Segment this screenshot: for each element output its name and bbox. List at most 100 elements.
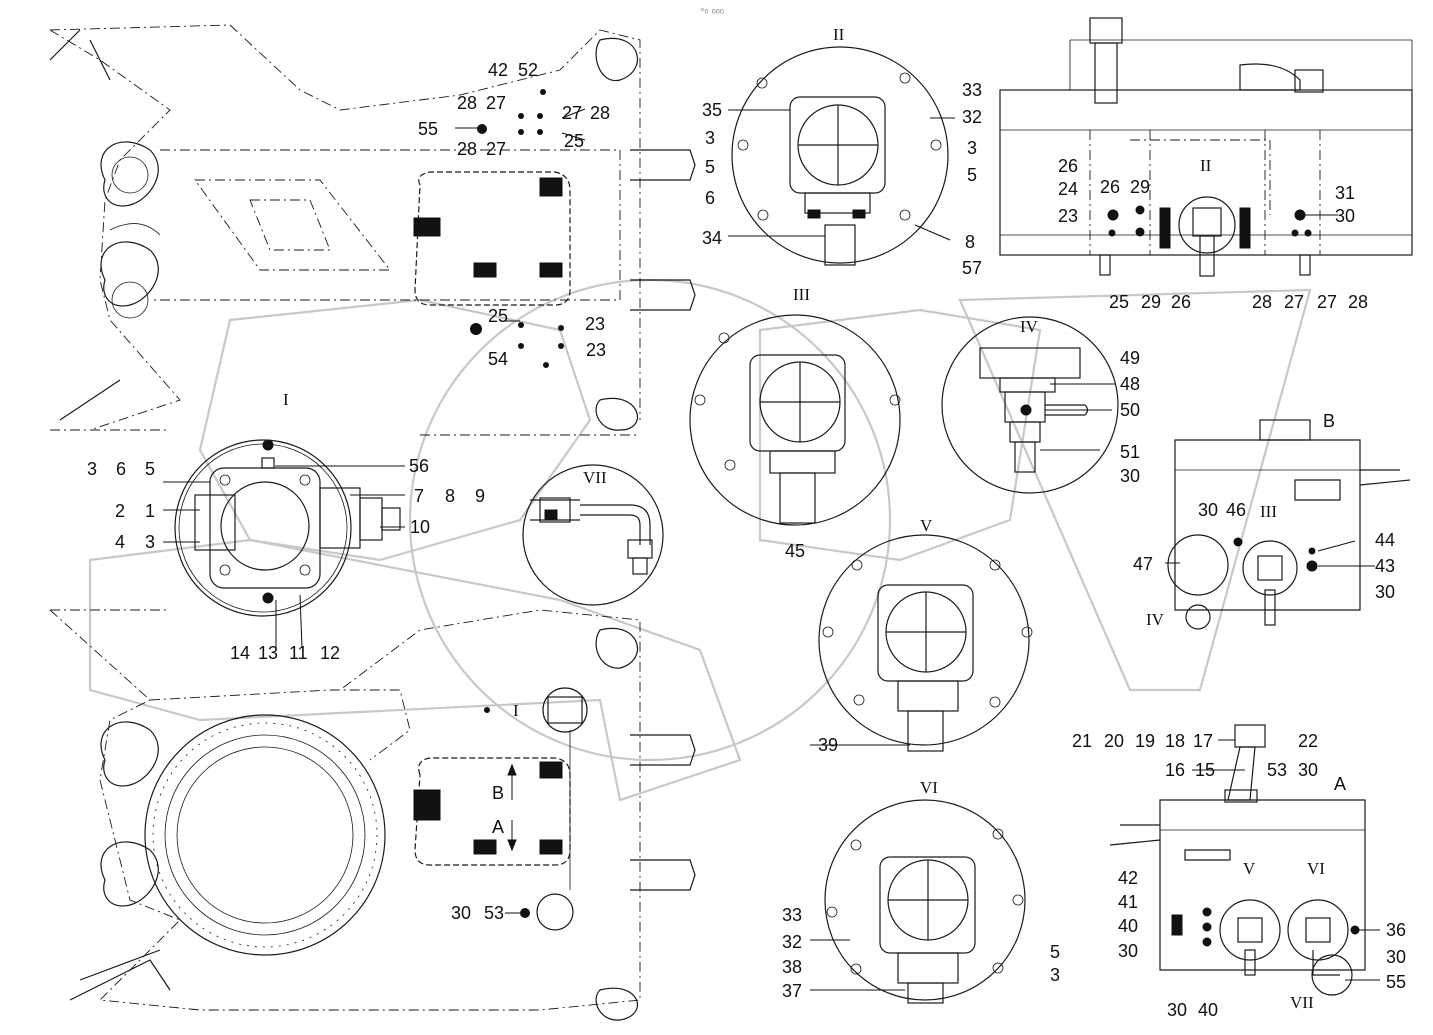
callout-30f: 30	[1118, 941, 1139, 961]
callout-34: 34	[702, 228, 723, 248]
callout-6b: 6	[705, 188, 716, 208]
callout-8: 8	[445, 486, 456, 506]
callout-26: 26	[1058, 156, 1079, 176]
view-label-vi-small: VI	[1307, 859, 1325, 878]
callout-16: 16	[1165, 760, 1186, 780]
callout-28: 28	[457, 93, 478, 113]
callout-30g: 30	[1386, 947, 1407, 967]
view-label-a: A	[1334, 774, 1347, 794]
callout-33b: 33	[782, 905, 803, 925]
callout-30: 30	[1335, 206, 1356, 226]
marker	[518, 322, 524, 328]
callout-30e: 30	[1298, 760, 1319, 780]
callout-3: 3	[87, 459, 98, 479]
callout-54: 54	[488, 349, 509, 369]
callout-3c: 3	[705, 128, 716, 148]
callout-27d: 27	[1284, 292, 1305, 312]
callout-b-arrow: B	[492, 783, 505, 803]
marker	[558, 343, 564, 349]
callout-5b: 5	[705, 157, 716, 177]
view-iv-drawing	[941, 316, 1119, 494]
callout-46: 46	[1226, 500, 1247, 520]
view-label-ii-small: II	[1200, 156, 1212, 175]
marker	[484, 707, 490, 713]
view-vii-drawing	[522, 464, 664, 606]
leader-lines	[163, 108, 1380, 991]
marker	[543, 362, 549, 368]
title-note: °ᵒ ᵒᵒᵒ	[700, 7, 725, 19]
marker	[518, 343, 524, 349]
callout-26c: 26	[1171, 292, 1192, 312]
marker	[518, 129, 524, 135]
marker	[558, 325, 564, 331]
view-label-vi: VI	[920, 778, 938, 797]
callout-28b: 28	[590, 103, 611, 123]
callout-19: 19	[1135, 731, 1156, 751]
callout-53: 53	[1267, 760, 1288, 780]
callout-32b: 32	[782, 932, 803, 952]
callout-22: 22	[1298, 731, 1319, 751]
callout-5d: 5	[1050, 942, 1061, 962]
callout-30i: 30	[451, 903, 472, 923]
callout-4: 4	[115, 532, 126, 552]
callout-57: 57	[962, 258, 983, 278]
view-label-ii: II	[833, 25, 845, 44]
view-label-b: B	[1323, 411, 1336, 431]
callout-18: 18	[1165, 731, 1186, 751]
marker	[518, 113, 524, 119]
view-label-iv: IV	[1020, 317, 1038, 336]
marker	[470, 323, 482, 335]
callout-39: 39	[818, 735, 839, 755]
marker	[537, 129, 543, 135]
callout-21: 21	[1072, 731, 1093, 751]
view-a-assembly	[1109, 724, 1366, 996]
callout-35: 35	[702, 100, 723, 120]
callout-27e: 27	[1317, 292, 1338, 312]
callout-45: 45	[785, 541, 806, 561]
callout-33: 33	[962, 80, 983, 100]
callout-43: 43	[1375, 556, 1396, 576]
callout-24: 24	[1058, 179, 1079, 199]
view-label-iii: III	[793, 285, 810, 304]
view-label-vii-small: VII	[1290, 993, 1314, 1012]
callout-50: 50	[1120, 400, 1141, 420]
callout-55: 55	[418, 119, 439, 139]
callout-29b: 29	[1141, 292, 1162, 312]
marker	[477, 124, 487, 134]
callout-27b: 27	[562, 103, 583, 123]
callout-6: 6	[116, 459, 127, 479]
callout-55b: 55	[1386, 972, 1407, 992]
top-frame-view	[49, 24, 696, 436]
callout-5c: 5	[967, 165, 978, 185]
view-label-vii: VII	[583, 468, 607, 487]
callout-7: 7	[414, 486, 425, 506]
callout-3d: 3	[967, 138, 978, 158]
callout-47: 47	[1133, 554, 1154, 574]
callout-5: 5	[145, 459, 156, 479]
view-ii-drawing	[731, 46, 949, 266]
callout-32: 32	[962, 107, 983, 127]
callout-30h: 30	[1167, 1000, 1188, 1020]
callout-56: 56	[409, 456, 430, 476]
callout-12: 12	[320, 643, 341, 663]
marker	[537, 113, 543, 119]
callout-2: 2	[115, 501, 126, 521]
view-v-drawing	[818, 534, 1033, 752]
callout-49: 49	[1120, 348, 1141, 368]
callout-44: 44	[1375, 530, 1396, 550]
view-b-assembly	[1167, 419, 1411, 630]
top-right-assembly	[999, 17, 1413, 277]
callout-30b: 30	[1120, 466, 1141, 486]
marker	[520, 908, 530, 918]
callout-29: 29	[1130, 177, 1151, 197]
view-label-i: I	[283, 390, 289, 409]
callout-40b: 40	[1198, 1000, 1219, 1020]
callout-40: 40	[1118, 916, 1139, 936]
callout-42: 42	[488, 60, 509, 80]
callout-48: 48	[1120, 374, 1141, 394]
callout-23b: 23	[586, 340, 607, 360]
callout-25c: 25	[1109, 292, 1130, 312]
callout-a-arrow: A	[492, 817, 505, 837]
callout-41: 41	[1118, 892, 1139, 912]
